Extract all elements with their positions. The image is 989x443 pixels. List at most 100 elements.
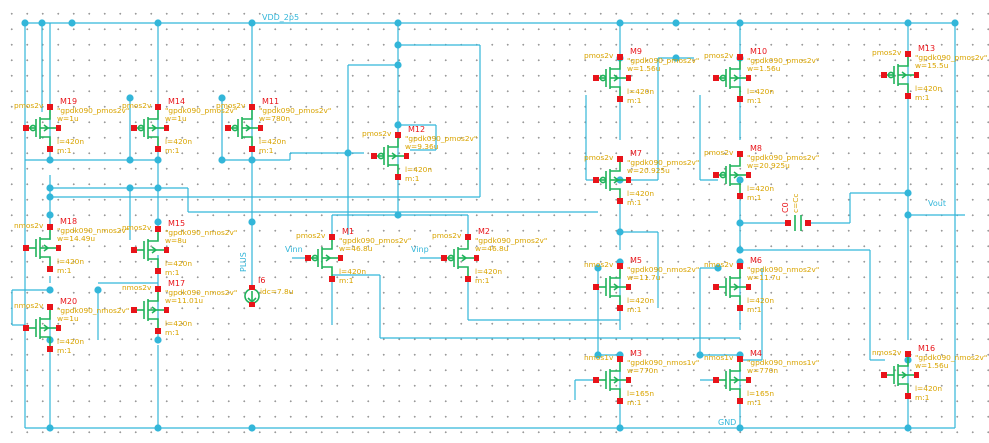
drain-source bbox=[730, 362, 741, 398]
drain-pin bbox=[737, 151, 743, 157]
model-name: "gpdk090_pmos2v" bbox=[57, 106, 129, 115]
device-width: w=20.925u bbox=[747, 161, 790, 170]
net-label-gnd[interactable]: GND bbox=[718, 418, 736, 427]
junction-dot bbox=[736, 19, 744, 27]
drain-pin bbox=[47, 104, 53, 110]
drain-pin bbox=[737, 356, 743, 362]
junction-dot bbox=[154, 336, 162, 344]
drain-pin bbox=[155, 104, 161, 110]
device-multiplier: m:1 bbox=[57, 266, 72, 275]
body-arrow-icon bbox=[733, 74, 740, 82]
model-tag: pmos2v bbox=[584, 51, 614, 60]
device-multiplier: m:1 bbox=[165, 328, 180, 337]
gate-pin bbox=[881, 72, 887, 78]
gate-pin bbox=[713, 284, 719, 290]
device-length: l=420n bbox=[627, 87, 654, 96]
device-multiplier: m:1 bbox=[475, 276, 490, 285]
device-width: w=46.8u bbox=[475, 244, 509, 253]
drain-source bbox=[388, 138, 399, 174]
junction-dot bbox=[46, 211, 54, 219]
source-pin bbox=[47, 146, 53, 152]
gate-pin bbox=[371, 153, 377, 159]
gate-pin bbox=[593, 377, 599, 383]
drain-source bbox=[610, 60, 621, 96]
junction-dot bbox=[594, 351, 602, 359]
net-label-vout[interactable]: Vout bbox=[928, 199, 946, 208]
bulk-pin bbox=[164, 125, 169, 131]
drain-pin bbox=[395, 132, 401, 138]
drain-source bbox=[730, 157, 741, 193]
model-name: "gpdk090_pmos2v" bbox=[339, 236, 411, 245]
device-length: l=420n bbox=[57, 137, 84, 146]
gate-pin bbox=[713, 172, 719, 178]
body-arrow-icon bbox=[151, 246, 158, 254]
net-label-vinp[interactable]: Vinp bbox=[411, 245, 429, 254]
drain-pin bbox=[155, 286, 161, 292]
junction-dot bbox=[21, 19, 29, 27]
device-multiplier: m:1 bbox=[915, 393, 930, 402]
device-param: idc=7.8u bbox=[260, 287, 294, 296]
drain-pin bbox=[249, 104, 255, 110]
pin bbox=[249, 285, 255, 290]
model-tag: pmos2v bbox=[432, 231, 462, 240]
junction-dot bbox=[218, 156, 226, 164]
drain-pin bbox=[617, 156, 623, 162]
device-width: w=11.7u bbox=[627, 273, 661, 282]
drain-pin bbox=[737, 263, 743, 269]
model-name: "gpdk090_pmos2v" bbox=[165, 106, 237, 115]
drain-source bbox=[610, 362, 621, 398]
body-arrow-icon bbox=[151, 124, 158, 132]
net-label-plus[interactable]: PLUS bbox=[239, 252, 248, 272]
body-arrow-icon bbox=[613, 176, 620, 184]
device-length: l=420n bbox=[747, 296, 774, 305]
current-source-i6[interactable]: I6 idc=7.8u bbox=[244, 276, 294, 307]
net-label-vinn[interactable]: Vinn bbox=[285, 245, 303, 254]
drain-source bbox=[148, 232, 159, 268]
junction-dot bbox=[154, 19, 162, 27]
body-arrow-icon bbox=[461, 254, 468, 262]
source-pin bbox=[737, 398, 743, 404]
capacitor-c0[interactable]: C0 c=Cc bbox=[781, 194, 811, 231]
body-arrow-icon bbox=[733, 376, 740, 384]
bulk-pin bbox=[404, 153, 409, 159]
drain-source bbox=[40, 110, 51, 146]
device-name: M3 bbox=[630, 349, 642, 358]
net-label-vdd[interactable]: VDD_2p5 bbox=[262, 13, 299, 22]
source-pin bbox=[47, 266, 53, 272]
device-length: l=420n bbox=[165, 319, 192, 328]
gate-pin bbox=[593, 177, 599, 183]
source-pin bbox=[155, 146, 161, 152]
device-name: M12 bbox=[408, 125, 425, 134]
bulk-pin bbox=[626, 284, 631, 290]
drain-source bbox=[40, 310, 51, 346]
model-tag: nmos2v bbox=[14, 221, 44, 230]
junction-dot bbox=[248, 19, 256, 27]
junction-dot bbox=[126, 94, 134, 102]
device-width: w=770n bbox=[627, 366, 658, 375]
bulk-pin bbox=[56, 325, 61, 331]
junction-dot bbox=[68, 19, 76, 27]
junction-dot bbox=[594, 264, 602, 272]
device-multiplier: m:1 bbox=[747, 96, 762, 105]
